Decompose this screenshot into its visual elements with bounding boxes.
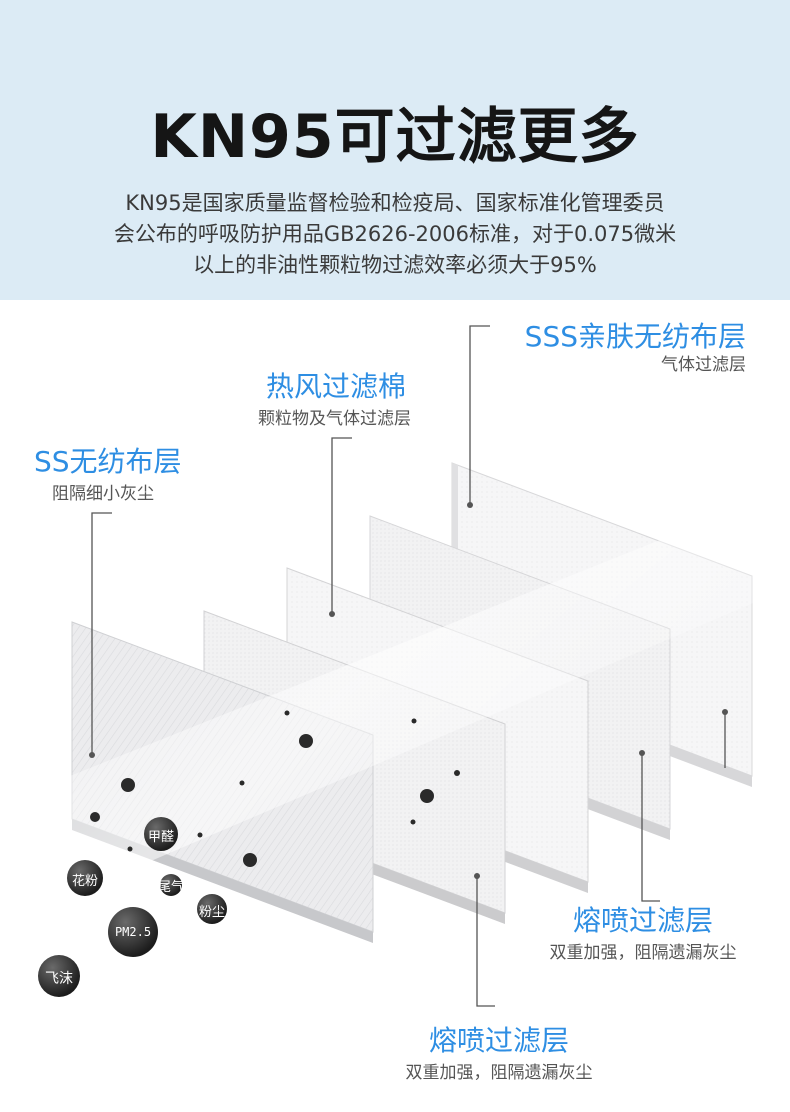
light-sweep bbox=[60, 500, 760, 900]
leader-dots bbox=[89, 502, 728, 879]
meltblown-bottom-title: 熔喷过滤层 bbox=[428, 1024, 569, 1057]
description-line: 以上的非油性颗粒物过滤效率必须大于95% bbox=[193, 253, 597, 277]
pollen-label: 花粉 bbox=[71, 874, 98, 889]
sss-layer-title: SSS亲肤无纺布层 bbox=[524, 320, 746, 353]
pm25-label: PM2.5 bbox=[114, 925, 152, 939]
formaldehyde-bubble bbox=[144, 817, 178, 851]
formaldehyde-label: 甲醛 bbox=[147, 830, 174, 845]
ss-layer-subtitle: 阻隔细小灰尘 bbox=[52, 484, 154, 504]
dust-label: 粉尘 bbox=[198, 905, 225, 920]
pollen-bubble bbox=[67, 860, 103, 896]
particle-bubbles bbox=[38, 817, 227, 997]
particles-on-layers bbox=[90, 710, 460, 867]
ss-layer-label: SS无纺布层 阻隔细小灰尘 bbox=[34, 445, 182, 505]
hot-air-layer-title: 热风过滤棉 bbox=[266, 370, 407, 403]
droplets-label: 飞沫 bbox=[45, 971, 73, 987]
page-title: KN95可过滤更多 bbox=[150, 102, 640, 172]
meltblown-right-title: 熔喷过滤层 bbox=[572, 904, 713, 937]
header-banner bbox=[0, 0, 790, 300]
droplets-bubble bbox=[38, 955, 80, 997]
sss-layer-subtitle: 气体过滤层 bbox=[661, 355, 746, 375]
description-line: KN95是国家质量监督检验和检疫局、国家标准化管理委员 bbox=[125, 191, 665, 215]
hot-air-layer-subtitle: 颗粒物及气体过滤层 bbox=[258, 409, 411, 429]
filter-layers-illustration bbox=[38, 325, 760, 1007]
sss-layer-label: SSS亲肤无纺布层 气体过滤层 bbox=[525, 320, 746, 376]
meltblown-right-subtitle: 双重加强，阻隔遗漏灰尘 bbox=[549, 943, 737, 963]
meltblown-right-label: 熔喷过滤层 双重加强，阻隔遗漏灰尘 bbox=[520, 904, 766, 964]
hot-air-layer-label: 热风过滤棉 颗粒物及气体过滤层 bbox=[258, 370, 411, 430]
pm25-bubble bbox=[108, 907, 158, 957]
description-line: 会公布的呼吸防护用品GB2626-2006标准，对于0.075微米 bbox=[113, 222, 677, 246]
meltblown-bottom-subtitle: 双重加强，阻隔遗漏灰尘 bbox=[405, 1063, 593, 1083]
page-description: KN95是国家质量监督检验和检疫局、国家标准化管理委员 会公布的呼吸防护用品GB… bbox=[0, 188, 790, 281]
leader-lines bbox=[91, 325, 726, 1007]
exhaust-bubble bbox=[160, 874, 182, 896]
dust-bubble bbox=[197, 894, 227, 924]
ss-layer-title: SS无纺布层 bbox=[34, 445, 182, 478]
meltblown-bottom-label: 熔喷过滤层 双重加强，阻隔遗漏灰尘 bbox=[374, 1024, 624, 1084]
exhaust-label: 尾气 bbox=[157, 880, 184, 895]
